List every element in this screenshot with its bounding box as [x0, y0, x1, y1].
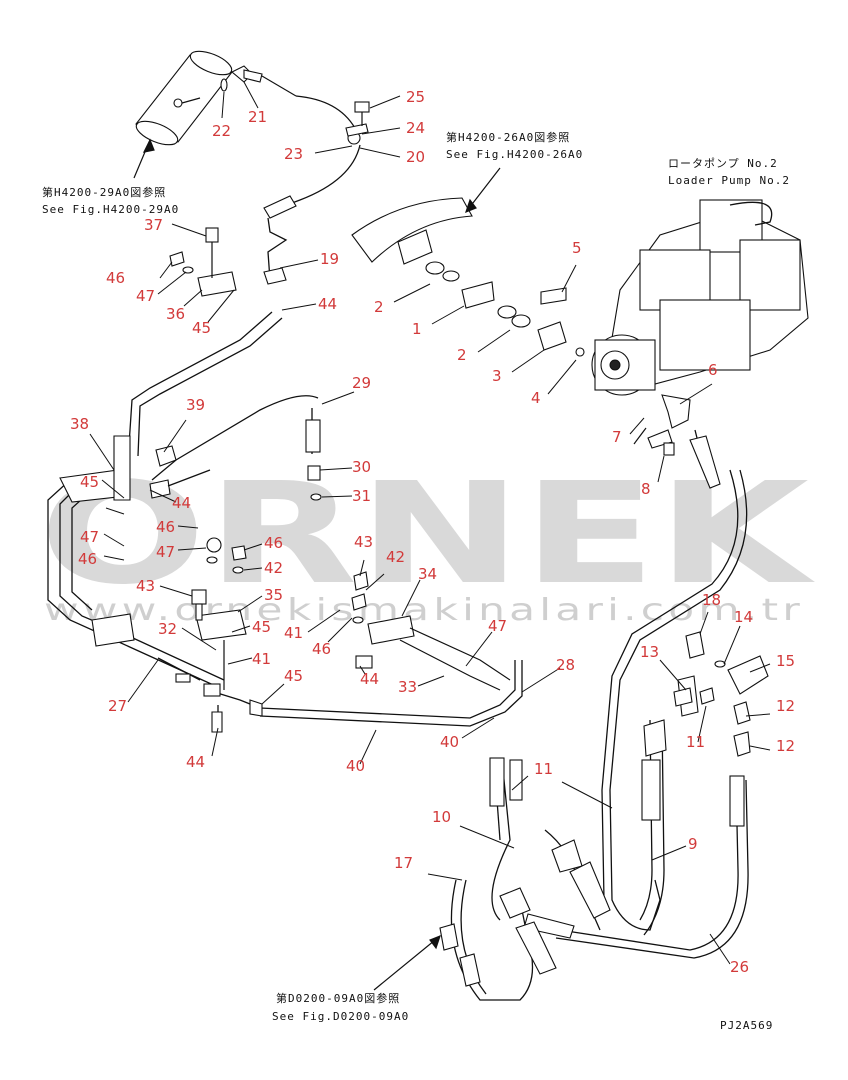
fitting-21 — [231, 65, 357, 131]
bolt-8 — [647, 429, 675, 456]
callout-39: 39 — [186, 396, 205, 414]
callout-3: 3 — [492, 367, 502, 385]
bracket-32 — [351, 571, 511, 691]
watermark: ORNEK www.ornekismakinalari.com.tr — [39, 453, 815, 628]
callout-14: 18 — [702, 591, 721, 609]
callout-46-e: 41 — [284, 624, 303, 642]
callout-27: 45 — [284, 667, 303, 685]
ref-bottom-jp: 第D0200-09A0図参照 — [276, 991, 400, 1005]
callout-33: 44 — [360, 670, 379, 688]
leader-lines — [89, 81, 771, 965]
callout-45-d: 33 — [398, 678, 417, 696]
callout-23: 23 — [284, 145, 303, 163]
callout-40-a: 28 — [556, 656, 575, 674]
callout-7: 7 — [612, 428, 622, 446]
callout-11-b: 12 — [776, 737, 795, 755]
callout-13: 15 — [776, 652, 795, 670]
callout-45-c: 32 — [158, 620, 177, 638]
callout-2-b: 2 — [457, 346, 467, 364]
callout-24: 24 — [406, 119, 425, 137]
callout-44-d: 40 — [440, 733, 459, 751]
callout-37: 37 — [144, 216, 163, 234]
callout-19: 19 — [320, 250, 339, 268]
ref-bottom-en: See Fig.D0200-09A0 — [272, 1010, 409, 1023]
callout-38: 38 — [70, 415, 89, 433]
callout-21: 21 — [248, 108, 267, 126]
hose-bundle — [439, 469, 769, 1001]
ref-pump-jp: ロータポンプ No.2 — [668, 157, 778, 170]
pipe-system — [47, 311, 523, 733]
ref-top-center-jp: 第H4200-26A0図参照 — [446, 130, 570, 144]
callout-18: 40 — [346, 757, 365, 775]
callout-36: 36 — [166, 305, 185, 323]
bracket-34 — [191, 537, 247, 690]
callout-1: 1 — [412, 320, 422, 338]
callout-6: 6 — [708, 361, 718, 379]
callout-25: 25 — [406, 88, 425, 106]
callout-9: 11 — [534, 760, 553, 778]
ref-pump-en: Loader Pump No.2 — [668, 174, 790, 187]
callout-5: 5 — [572, 239, 582, 257]
callout-32: 34 — [418, 565, 437, 583]
callout-47-d: 46 — [312, 640, 331, 658]
callout-8: 8 — [641, 480, 651, 498]
callouts: 25 24 20 23 21 22 37 19 46 47 36 45 44 5… — [70, 88, 795, 976]
callout-45-a: 45 — [192, 319, 211, 337]
reference-arrows — [133, 138, 647, 991]
loader-pump — [591, 199, 809, 489]
callout-40-b: 44 — [186, 753, 205, 771]
suction-hose — [351, 197, 585, 357]
cylinder-drawing — [135, 50, 233, 146]
ref-top-left-jp: 第H4200-29A0図参照 — [42, 185, 166, 199]
callout-47-a: 47 — [136, 287, 155, 305]
ref-top-center-en: See Fig.H4200-26A0 — [446, 148, 583, 161]
callout-30: 30 — [352, 458, 371, 476]
callout-46-a: 46 — [106, 269, 125, 287]
callout-43-a: 42 — [264, 559, 283, 577]
callout-15: 14 — [734, 608, 753, 626]
drawing-code: PJ2A569 — [720, 1019, 773, 1032]
callout-2-a: 2 — [374, 298, 384, 316]
bracket-38 — [59, 435, 211, 647]
callout-12-b: 12 — [776, 697, 795, 715]
clamp-24 — [263, 101, 370, 285]
callout-44-b: 44 — [172, 494, 191, 512]
callout-11-a: 13 — [640, 643, 659, 661]
callout-42-b: 43 — [354, 533, 373, 551]
callout-47-b: 47 — [80, 528, 99, 546]
callout-31: 31 — [352, 487, 371, 505]
callout-35: 43 — [136, 577, 155, 595]
callout-22: 22 — [212, 122, 231, 140]
callout-29: 29 — [352, 374, 371, 392]
callout-4: 4 — [531, 389, 541, 407]
bracket-36 — [169, 227, 237, 297]
callout-26: 17 — [394, 854, 413, 872]
callout-41-b: 47 — [488, 617, 507, 635]
ref-top-left-en: See Fig.H4200-29A0 — [42, 203, 179, 216]
callout-20: 20 — [406, 148, 425, 166]
callout-34: 35 — [264, 586, 283, 604]
callout-45-b: 45 — [80, 473, 99, 491]
callout-28: 27 — [108, 697, 127, 715]
callout-42-a: 46 — [264, 534, 283, 552]
callout-47-c: 47 — [156, 543, 175, 561]
callout-12-a: 11 — [686, 733, 705, 751]
callout-43-b: 42 — [386, 548, 405, 566]
watermark-url: www.ornekismakinalari.com.tr — [44, 593, 804, 628]
callout-17: 10 — [432, 808, 451, 826]
callout-16: 26 — [730, 958, 749, 976]
callout-10: 9 — [688, 835, 698, 853]
callout-46-b: 46 — [156, 518, 175, 536]
callout-46-c: 46 — [78, 550, 97, 568]
callout-44-c: 41 — [252, 650, 271, 668]
callout-44-a: 44 — [318, 295, 337, 313]
callout-41-a: 45 — [252, 618, 271, 636]
